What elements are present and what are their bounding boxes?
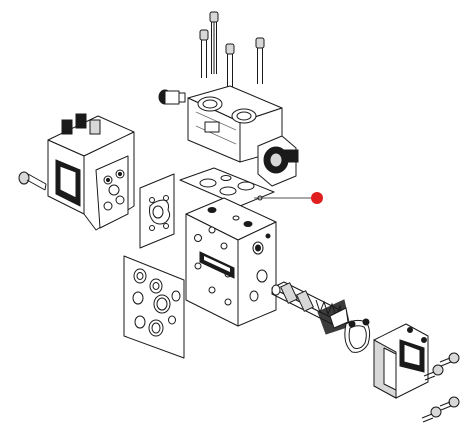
screw-1[interactable] <box>209 11 219 74</box>
o-ring-seal-kit[interactable] <box>123 255 185 359</box>
pilot-gasket[interactable] <box>179 167 275 207</box>
callout <box>254 192 323 204</box>
end-cap-seal[interactable] <box>344 318 371 353</box>
end-cap[interactable] <box>373 323 429 399</box>
valve-manifold-block[interactable] <box>185 197 277 327</box>
end-cap-screw-3[interactable] <box>439 396 460 411</box>
mounting-screws-top <box>199 11 265 88</box>
valve-spool[interactable] <box>271 281 351 335</box>
end-cap-screw-1[interactable] <box>439 352 460 367</box>
connector-screw[interactable] <box>18 171 47 191</box>
hotspot-dot[interactable] <box>311 192 323 204</box>
solenoid-coil[interactable] <box>257 135 299 187</box>
screw-2[interactable] <box>199 29 209 78</box>
end-cap-screw-4[interactable] <box>421 406 442 423</box>
screw-4[interactable] <box>255 37 265 84</box>
electrical-connector-housing[interactable] <box>47 113 135 231</box>
seal-gasket-left[interactable] <box>139 173 175 249</box>
pilot-plug[interactable] <box>158 89 186 105</box>
end-cap-screws <box>421 352 460 423</box>
screw-3[interactable] <box>225 43 235 88</box>
end-cap-screw-2[interactable] <box>423 364 444 381</box>
